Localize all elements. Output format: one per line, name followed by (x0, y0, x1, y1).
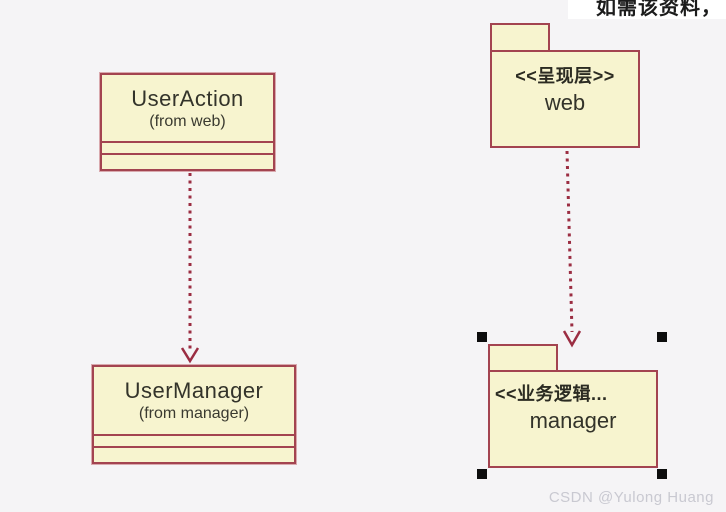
class-attributes-compartment (94, 434, 294, 446)
class-attributes-compartment (102, 141, 273, 153)
class-operations-compartment (102, 153, 273, 169)
selection-handle-bottom-right[interactable] (657, 469, 667, 479)
dependency-arrow-web-manager (562, 150, 582, 348)
package-name: web (544, 90, 586, 115)
class-name: UserManager (124, 378, 264, 403)
package-tab-manager[interactable] (488, 344, 558, 372)
package-node-web[interactable]: <<呈现层>> web (490, 50, 640, 148)
package-stereotype: <<业务逻辑... (495, 384, 608, 404)
package-tab-web[interactable] (490, 23, 550, 52)
class-node-useraction[interactable]: UserAction (from web) (100, 73, 275, 171)
selection-handle-bottom-left[interactable] (477, 469, 487, 479)
package-name: manager (529, 408, 617, 433)
top-note-text: 如需该资料， (596, 0, 722, 19)
selection-handle-top-right[interactable] (657, 332, 667, 342)
watermark: CSDN @Yulong Huang (548, 489, 714, 506)
selection-handle-top-left[interactable] (477, 332, 487, 342)
top-note-band: 如需该资料， (568, 0, 726, 19)
class-operations-compartment (94, 446, 294, 462)
package-stereotype: <<呈现层>> (515, 66, 615, 86)
class-name-compartment: UserAction (from web) (102, 75, 273, 141)
class-name-compartment: UserManager (from manager) (94, 367, 294, 434)
dependency-arrow-useraction-usermanager (180, 173, 200, 364)
class-from-label: (from web) (149, 112, 226, 130)
class-node-usermanager[interactable]: UserManager (from manager) (92, 365, 296, 464)
class-name: UserAction (131, 85, 244, 111)
package-node-manager[interactable]: <<业务逻辑... manager (488, 370, 658, 468)
class-from-label: (from manager) (138, 405, 250, 422)
